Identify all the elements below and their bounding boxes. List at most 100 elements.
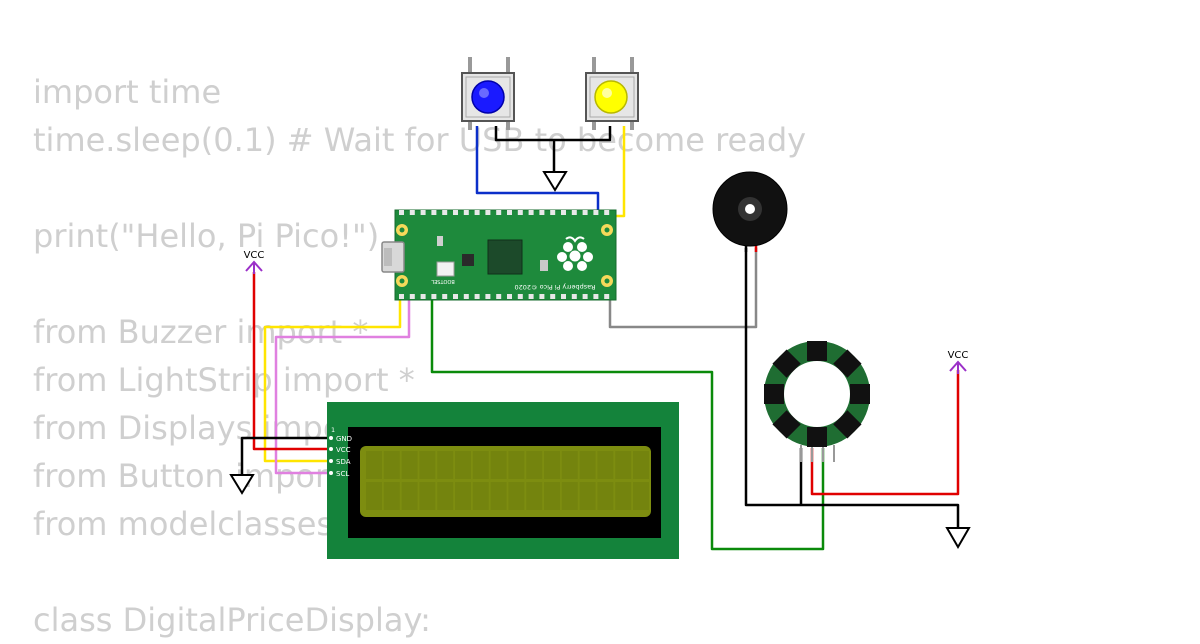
code-line: print("Hello, Pi Pico!") xyxy=(33,217,380,255)
wire-sda[interactable] xyxy=(263,298,402,463)
lcd-cell xyxy=(366,482,382,510)
header-pin xyxy=(496,294,502,299)
lcd-cell xyxy=(401,482,418,510)
lcd-cell xyxy=(383,482,400,510)
header-pin xyxy=(517,294,523,299)
neopixel-led xyxy=(807,427,827,447)
pushbutton-blue[interactable] xyxy=(461,57,515,130)
lcd-cell xyxy=(455,451,471,479)
raspberry-pi-pico[interactable]: Raspberry Pi Pico ©2020 BOOTSEL xyxy=(381,209,617,301)
wire-yellow-button[interactable] xyxy=(612,126,626,218)
header-pin xyxy=(571,210,577,215)
header-pin xyxy=(539,294,545,299)
ring-leds xyxy=(764,341,870,447)
header-pin xyxy=(528,294,534,299)
ground-icon xyxy=(945,527,971,549)
header-pin xyxy=(442,294,448,299)
bootsel-button[interactable] xyxy=(436,261,455,277)
lcd-cell xyxy=(490,482,507,510)
header-pin xyxy=(561,294,566,299)
header-pin xyxy=(399,210,404,215)
lcd-pin-scl: SCL xyxy=(336,470,349,478)
lcd-cell xyxy=(526,482,543,510)
header-pin xyxy=(485,210,491,215)
lcd-cell xyxy=(615,451,632,479)
header-pin xyxy=(474,210,480,215)
pushbutton-yellow[interactable] xyxy=(585,57,639,130)
lcd-cell xyxy=(579,482,596,510)
wire-scl[interactable] xyxy=(274,298,411,475)
mount-holes xyxy=(396,224,613,287)
header-pin xyxy=(507,210,512,215)
ground-symbols xyxy=(229,171,971,549)
code-line: from LightStrip import * xyxy=(33,361,415,399)
neopixel-led xyxy=(772,349,801,378)
wire-green[interactable] xyxy=(430,298,825,551)
vcc-label: VCC xyxy=(244,250,265,261)
lcd-pins xyxy=(329,436,333,475)
header-pin xyxy=(453,210,458,215)
header-pin xyxy=(420,210,426,215)
header-pin xyxy=(431,294,437,299)
lcd-pin-sda: SDA xyxy=(336,458,351,466)
wire-gray[interactable] xyxy=(608,248,758,329)
wire-vcc-left[interactable] xyxy=(252,272,332,451)
lcd-pin-gnd: GND xyxy=(336,435,352,443)
wire-blue[interactable] xyxy=(475,126,600,216)
header-pin xyxy=(420,294,426,299)
header-pin xyxy=(409,294,415,299)
neopixel-led xyxy=(764,384,784,404)
neopixel-led xyxy=(850,384,870,404)
header-pin xyxy=(582,210,588,215)
ground-icon xyxy=(542,171,568,192)
lcd-cell xyxy=(490,451,507,479)
header-pin xyxy=(561,210,566,215)
code-overlay: import time time.sleep(0.1) # Wait for U… xyxy=(33,68,806,644)
pico-header-pins xyxy=(399,210,610,299)
lcd-cell xyxy=(526,451,543,479)
wire-gnd-left[interactable] xyxy=(240,436,332,475)
lcd-cell xyxy=(419,482,436,510)
lcd-pin-vcc: VCC xyxy=(336,446,351,454)
neopixel-led xyxy=(833,349,862,378)
header-pin xyxy=(550,294,556,299)
lcd-cell xyxy=(383,451,400,479)
header-pin xyxy=(571,294,577,299)
lcd-cell xyxy=(508,482,525,510)
lcd-cell xyxy=(579,451,596,479)
header-pin xyxy=(399,294,404,299)
bootsel-label: BOOTSEL xyxy=(431,278,455,284)
header-pin xyxy=(539,210,545,215)
wire-neopixel-vcc[interactable] xyxy=(810,370,960,496)
lcd-pin-number: 1 xyxy=(331,426,335,434)
lcd-cell xyxy=(508,451,525,479)
lcd-cell xyxy=(633,451,649,479)
code-line: from Button import * xyxy=(33,457,367,495)
neopixel-ring[interactable] xyxy=(764,341,870,462)
button-cap-blue[interactable] xyxy=(471,80,505,114)
raspberry-logo-icon xyxy=(557,236,593,271)
header-pin xyxy=(463,210,469,215)
board-name: Raspberry Pi Pico ©2020 xyxy=(514,283,595,291)
header-pin xyxy=(582,294,588,299)
header-pin xyxy=(593,294,599,299)
lcd-cell xyxy=(544,482,560,510)
buzzer-hole-icon xyxy=(745,204,755,214)
lcd-cell xyxy=(544,451,560,479)
header-pin xyxy=(550,210,556,215)
buzzer[interactable] xyxy=(712,171,788,252)
lcd-cell xyxy=(561,482,578,510)
header-pin xyxy=(442,210,448,215)
lcd-cell xyxy=(437,451,454,479)
lcd-cell xyxy=(615,482,632,510)
header-pin xyxy=(604,210,610,215)
lcd-cell xyxy=(597,482,614,510)
header-pin xyxy=(593,210,599,215)
lcd-cell xyxy=(401,451,418,479)
lcd-1602[interactable]: 1 GND VCC SDA SCL xyxy=(327,402,679,559)
header-pin xyxy=(604,294,610,299)
wire-buzzer-gnd[interactable] xyxy=(744,248,960,528)
circuit-diagram: VCC VCC Raspber xyxy=(229,57,971,559)
button-cap-yellow[interactable] xyxy=(594,80,628,114)
rp2040-chip xyxy=(487,239,523,275)
